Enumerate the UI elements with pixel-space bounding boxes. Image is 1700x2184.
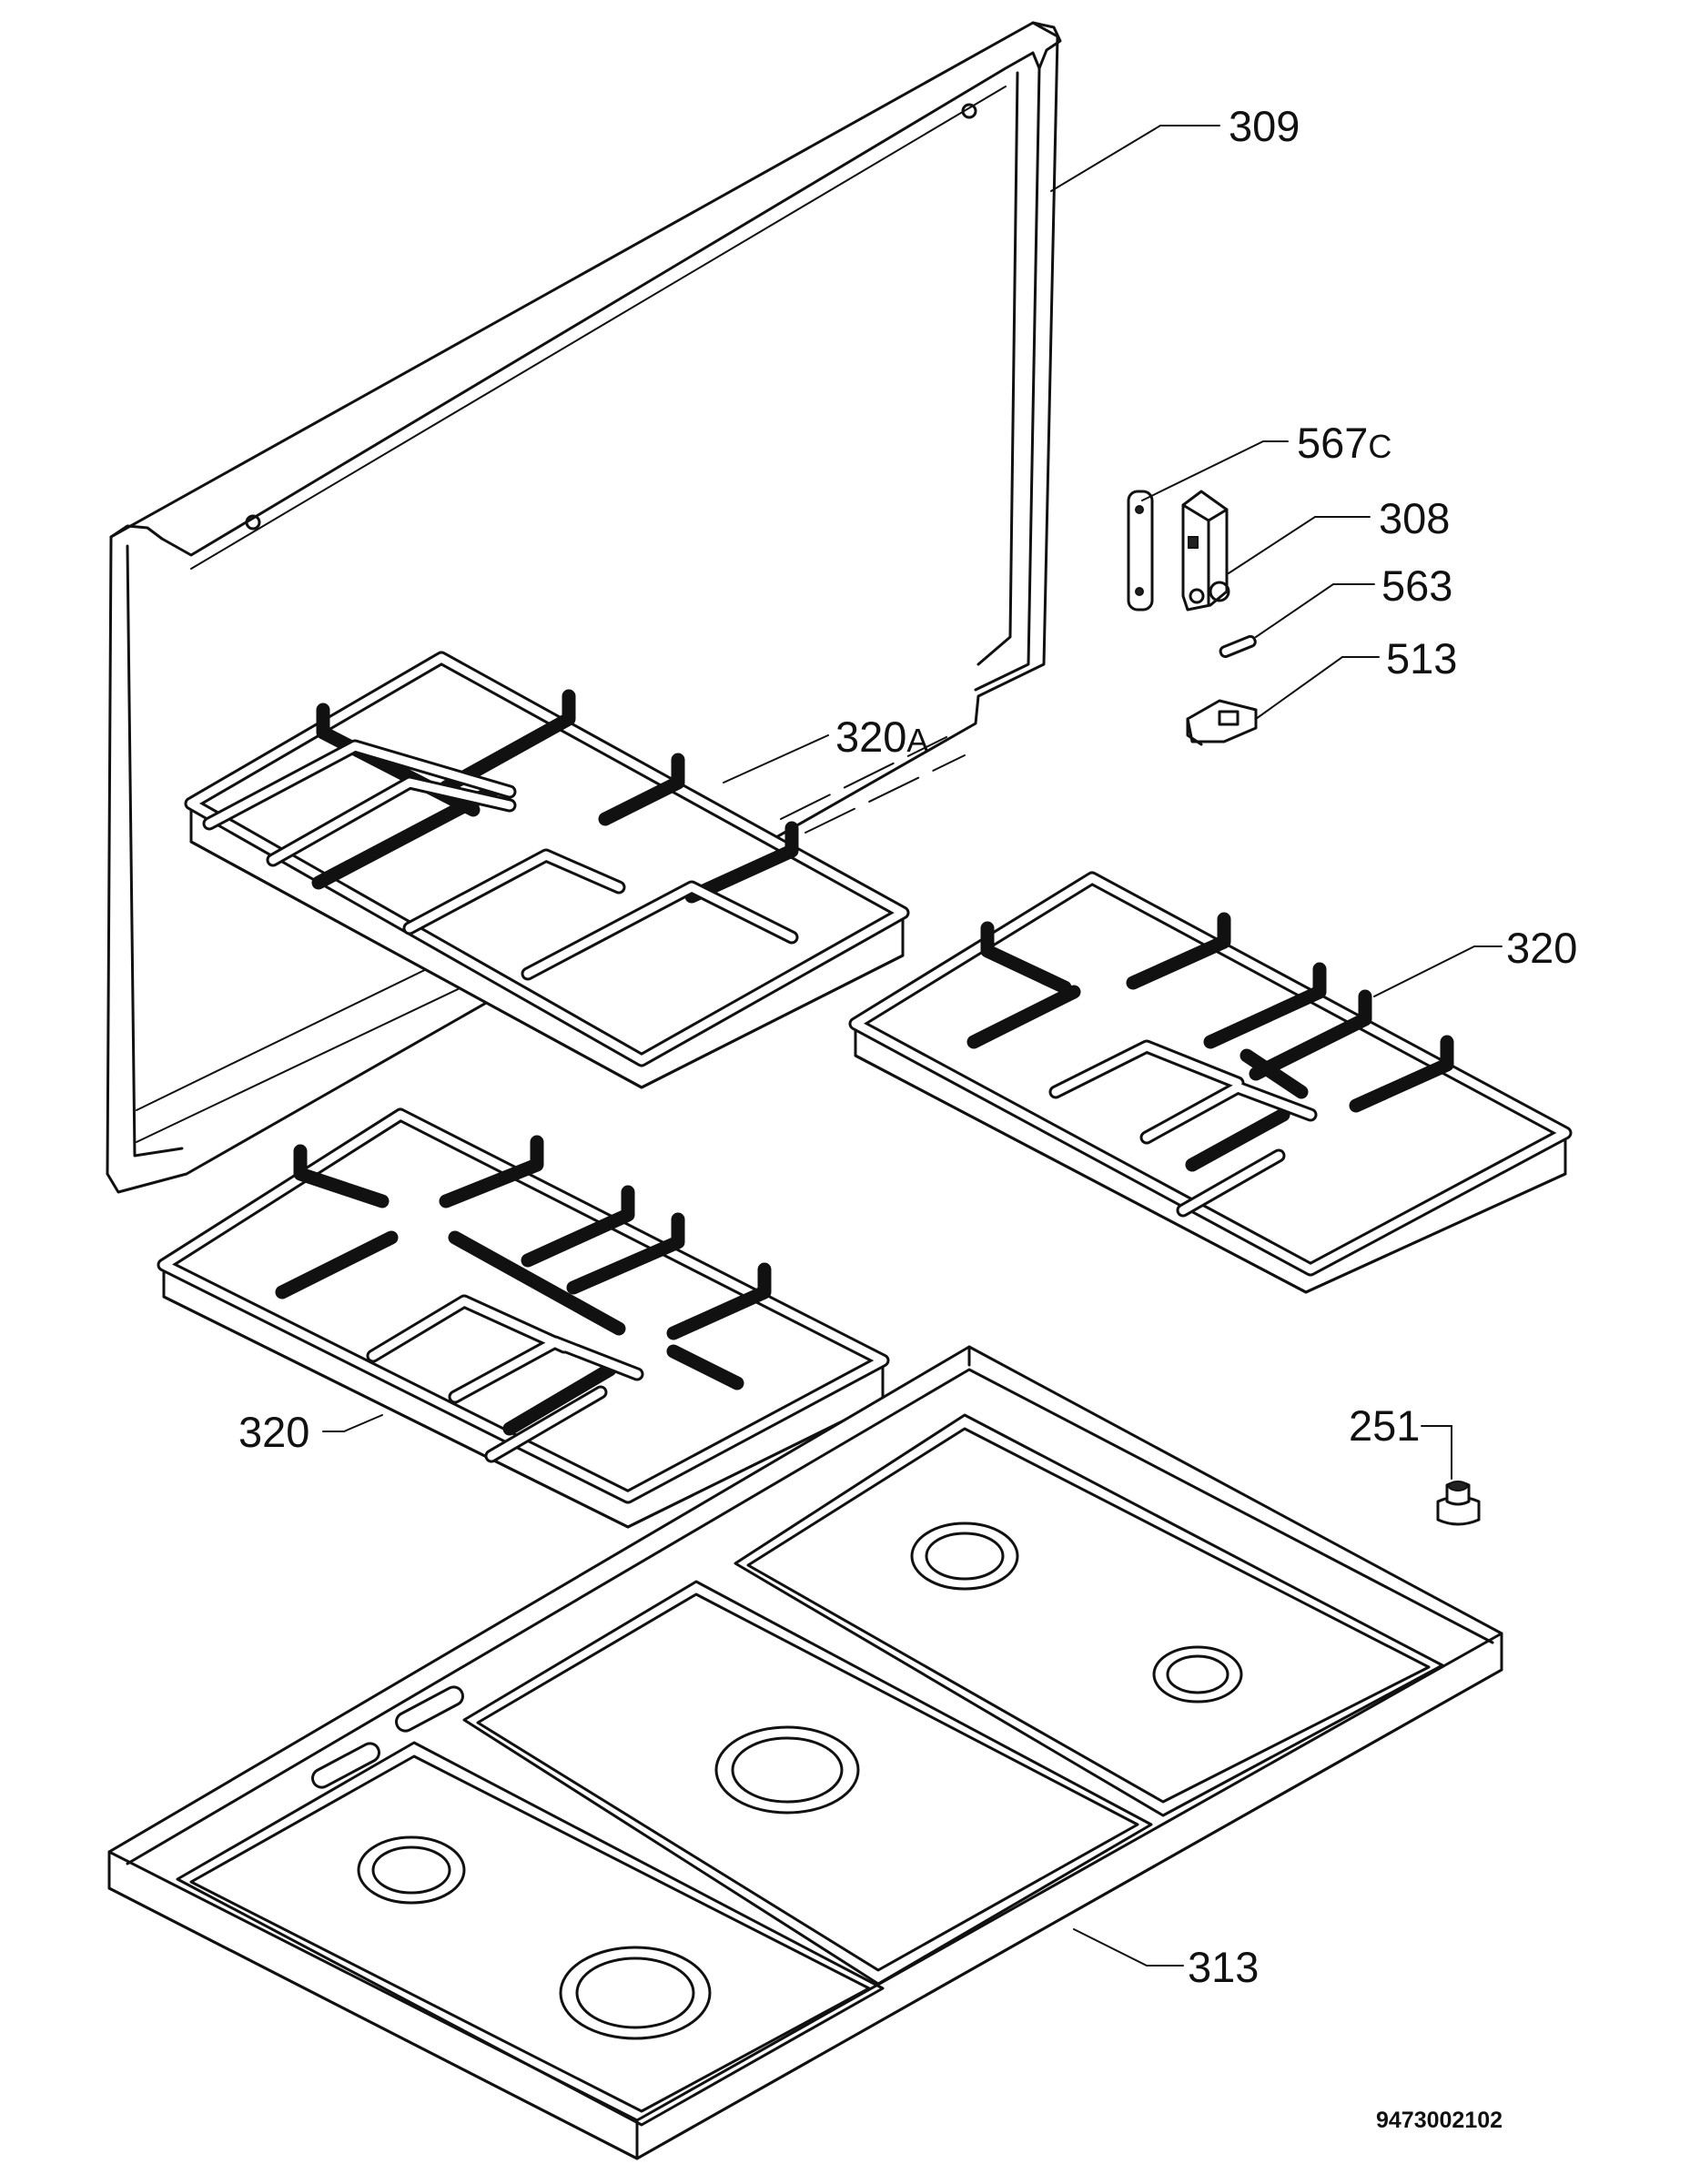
callout-251: 251 — [1349, 1401, 1420, 1450]
callout-567c: 567C — [1297, 419, 1391, 467]
leader-lines — [322, 125, 1503, 1967]
callout-labels: 309 567C 308 563 513 320A 320 320 251 31… — [238, 102, 1577, 2133]
callout-309: 309 — [1229, 102, 1300, 150]
callout-320-right: 320 — [1506, 924, 1577, 972]
hinge — [1181, 490, 1230, 612]
pin — [1219, 634, 1257, 659]
callout-563: 563 — [1381, 561, 1452, 610]
pan-support-left — [157, 1107, 890, 1529]
hob-top — [107, 1345, 1503, 2160]
drawing-code: 9473002102 — [1376, 2108, 1503, 2133]
hinge-plate — [1127, 490, 1154, 612]
callout-513: 513 — [1386, 634, 1457, 682]
callout-313: 313 — [1188, 1943, 1259, 1991]
callout-308: 308 — [1379, 494, 1450, 542]
bracket — [1186, 699, 1258, 746]
pan-support-rear — [184, 651, 910, 1089]
pan-support-right — [848, 871, 1573, 1294]
knob — [1436, 1481, 1481, 1526]
callout-320-left: 320 — [238, 1408, 309, 1456]
callout-320a: 320A — [835, 713, 928, 761]
